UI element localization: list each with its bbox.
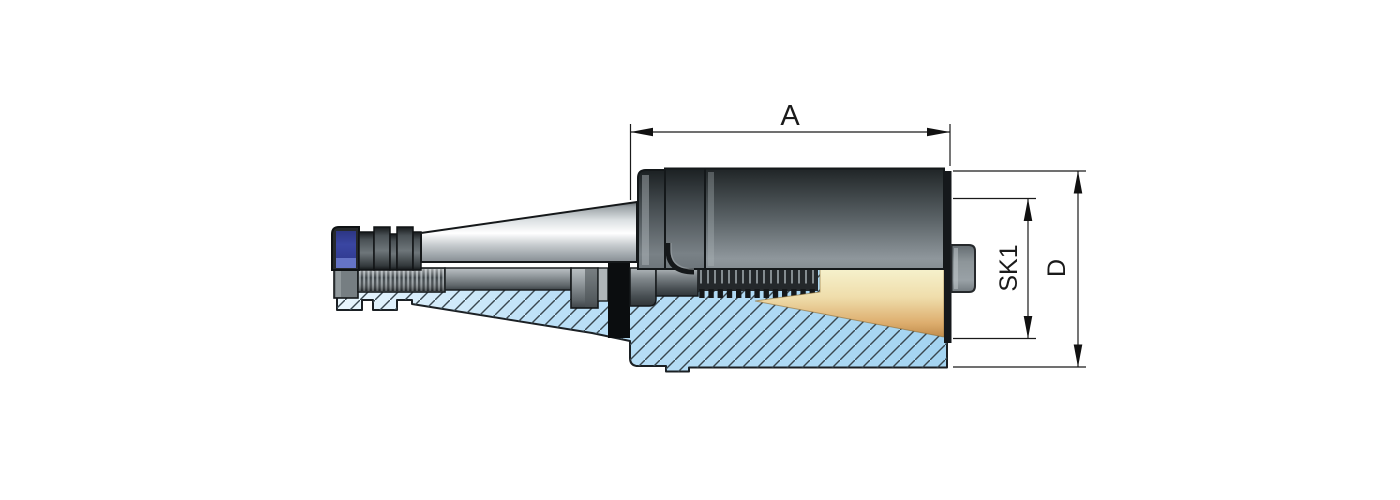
arrow-a-right [927, 127, 950, 137]
arrow-sk1-top [1023, 198, 1033, 221]
drawbar-thread-engaged [698, 268, 818, 298]
dimension-d-label: D [1043, 259, 1071, 277]
cap-block-highlight [336, 271, 341, 297]
main-body [704, 167, 945, 270]
flange-collar [637, 169, 666, 270]
taper-shank-cone [420, 201, 638, 263]
cap-blue-stripe [336, 258, 356, 268]
arrow-d-top [1073, 171, 1083, 194]
drawbar-rod [444, 267, 572, 291]
pull-stud-cap [331, 226, 360, 271]
collar-shadow [585, 269, 597, 307]
dimension-a-label: A [780, 100, 800, 132]
tool-holder-exterior [331, 167, 976, 343]
stub-highlight [954, 248, 958, 289]
drawbar-thread-left [357, 267, 446, 293]
locking-key [608, 262, 630, 338]
body-edge-highlight [708, 172, 714, 266]
nose-fillet-highlight [670, 243, 695, 270]
cap-blue-insert [336, 231, 356, 258]
dimension-D [953, 170, 1086, 368]
drawbar-assembly-section [333, 262, 945, 338]
drawbar-block [629, 267, 657, 307]
dimension-A [629, 124, 951, 200]
arrow-sk1-bottom [1023, 316, 1033, 339]
drawbar-step [597, 267, 609, 302]
arrow-d-bottom [1073, 344, 1083, 367]
pull-stud-rings [358, 226, 422, 271]
dimension-annotations [629, 124, 1086, 368]
collar-highlight [642, 175, 649, 265]
dimension-sk1-label: SK1 [995, 244, 1023, 291]
nose-fillet [665, 243, 695, 275]
dimension-SK1 [953, 197, 1036, 340]
front-face-edge [944, 171, 952, 343]
arrow-a-left [630, 127, 653, 137]
